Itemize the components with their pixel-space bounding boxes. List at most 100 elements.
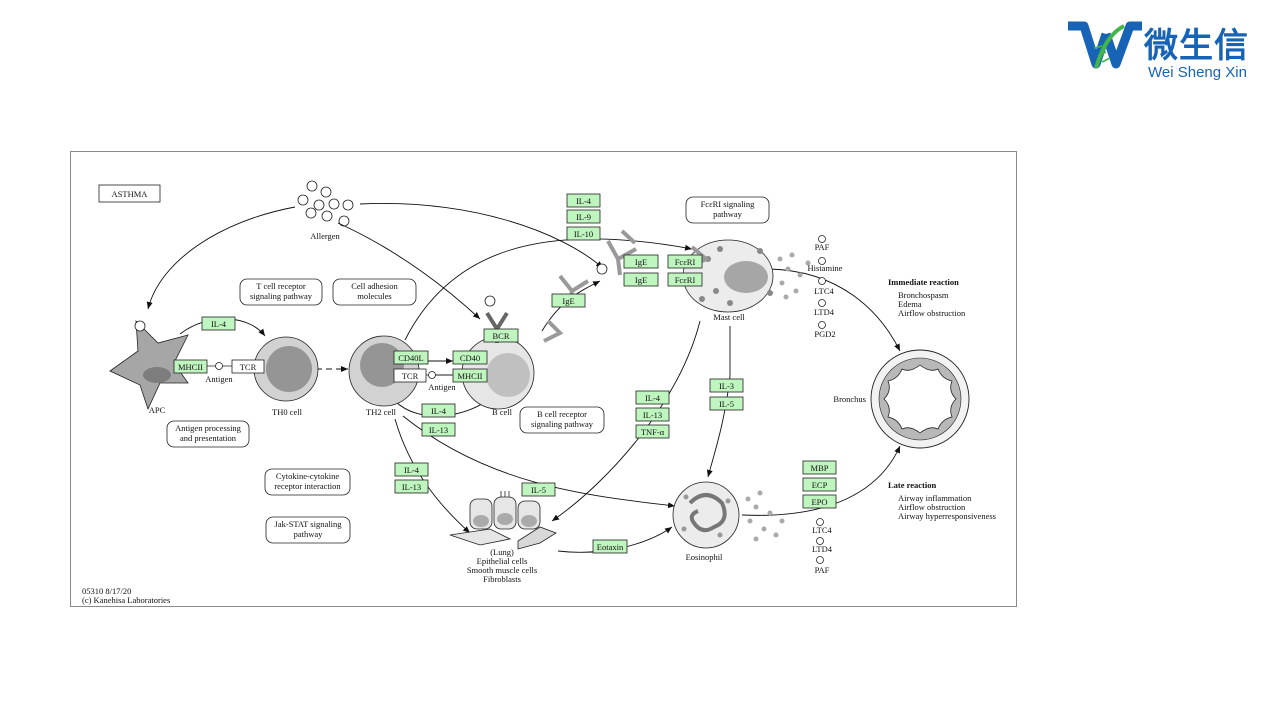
gene-ige-1-label: IgE: [635, 257, 647, 267]
gene-il5-right[interactable]: IL-5: [709, 396, 744, 411]
pathway-cytokine-line2: receptor interaction: [274, 481, 341, 491]
gene-il9-top-label: IL-9: [576, 212, 591, 222]
gene-fceri-2[interactable]: FcεRI: [667, 272, 703, 287]
gene-il13-lung[interactable]: IL-13: [394, 479, 429, 494]
mediator-ltc4: LTC4: [814, 286, 834, 296]
gene-epo[interactable]: EPO: [802, 494, 837, 509]
pathway-fceri-line1: FcεRI signaling: [701, 199, 756, 209]
eosinophil-label: Eosinophil: [686, 552, 723, 562]
gene-ecp-label: ECP: [812, 480, 828, 490]
gene-il13-b[interactable]: IL-13: [421, 422, 456, 437]
mast-label: Mast cell: [713, 312, 745, 322]
immediate-title: Immediate reaction: [888, 277, 959, 287]
gene-epo-label: EPO: [811, 497, 827, 507]
allergen-label: Allergen: [310, 231, 340, 241]
gene-il4-top-label: IL-4: [576, 196, 592, 206]
gene-eotaxin[interactable]: Eotaxin: [592, 539, 628, 554]
eos-mediator-circles: [816, 518, 824, 564]
allergen-particles: [297, 180, 354, 227]
gene-fceri-2-label: FcεRI: [675, 275, 696, 285]
gene-mhcii-b-label: MHCII: [457, 371, 482, 381]
asthma-pathway-diagram: ASTHMA Allergen APC TH0 ce: [82, 180, 996, 605]
gene-mbp[interactable]: MBP: [802, 460, 837, 475]
mast-mediator-circles: [818, 235, 826, 329]
gene-il13-lung-label: IL-13: [402, 482, 421, 492]
gene-mhcii-apc[interactable]: MHCII: [173, 359, 208, 374]
mediator-ltd4: LTD4: [814, 307, 835, 317]
tcr-th2-label: TCR: [402, 371, 419, 381]
diagram-title: ASTHMA: [112, 189, 149, 199]
apc-cell: [109, 319, 189, 411]
smooth-muscle-label: Smooth muscle cells: [467, 565, 537, 575]
gene-ecp[interactable]: ECP: [802, 477, 837, 492]
gene-cd40l-label: CD40L: [398, 353, 424, 363]
pathway-fceri-box[interactable]: FcεRI signaling pathway: [685, 196, 770, 224]
gene-fceri-1[interactable]: FcεRI: [667, 254, 703, 269]
gene-ige-1[interactable]: IgE: [623, 254, 659, 269]
gene-il5-mid-label: IL-5: [531, 485, 546, 495]
pathway-cytokine-line1: Cytokine-cytokine: [276, 471, 339, 481]
pathway-jakstat-box[interactable]: Jak-STAT signaling pathway: [265, 516, 351, 544]
gene-il4-lung[interactable]: IL-4: [394, 462, 429, 477]
gene-il10-top[interactable]: IL-10: [566, 226, 601, 241]
footer-copyright: (c) Kanehisa Laboratories: [82, 595, 170, 605]
pathway-antigen-line1: Antigen processing: [175, 423, 242, 433]
gene-ige-2[interactable]: IgE: [623, 272, 659, 287]
pathway-fceri-line2: pathway: [713, 209, 743, 219]
pathway-antigen-processing-box[interactable]: Antigen processing and presentation: [166, 420, 250, 448]
tcr-apc-box[interactable]: TCR: [231, 359, 265, 374]
late-item-1: Airway inflammation: [898, 493, 972, 503]
logo-english-text: Wei Sheng Xin: [1148, 64, 1247, 81]
gene-ige-2-label: IgE: [635, 275, 647, 285]
gene-mhcii-b[interactable]: MHCII: [452, 368, 488, 383]
gene-il4-apc-label: IL-4: [211, 319, 227, 329]
tcr-th2-box[interactable]: TCR: [393, 368, 427, 383]
gene-il4-apc[interactable]: IL-4: [201, 316, 236, 331]
eos-mediator-ltd4: LTD4: [812, 544, 833, 554]
gene-il3-label: IL-3: [719, 381, 734, 391]
brand-logo: 微生信 Wei Sheng Xin: [1066, 18, 1272, 84]
mediator-pgd2: PGD2: [814, 329, 835, 339]
gene-il4-top[interactable]: IL-4: [566, 193, 601, 208]
gene-il9-top[interactable]: IL-9: [566, 209, 601, 224]
dna-w-logo-icon: [1068, 21, 1142, 69]
gene-il5-mid[interactable]: IL-5: [521, 482, 556, 497]
pathway-cytokine-box[interactable]: Cytokine-cytokine receptor interaction: [264, 468, 351, 496]
mediator-histamine: Histamine: [808, 263, 843, 273]
gene-cd40-label: CD40: [460, 353, 480, 363]
eosinophil-cell: [672, 481, 740, 549]
gene-bcr[interactable]: BCR: [483, 328, 519, 343]
gene-il5-right-label: IL-5: [719, 399, 734, 409]
gene-il13-mid[interactable]: IL-13: [635, 407, 670, 422]
immediate-item-1: Bronchospasm: [898, 290, 949, 300]
gene-cd40[interactable]: CD40: [452, 350, 488, 365]
gene-il13-mid-label: IL-13: [643, 410, 662, 420]
tcr-apc-label: TCR: [240, 362, 257, 372]
eos-mediator-paf: PAF: [815, 565, 830, 575]
late-item-3: Airway hyperresponsiveness: [898, 511, 996, 521]
antigen-b-label: Antigen: [428, 382, 456, 392]
pathway-bcr-box[interactable]: B cell receptor signaling pathway: [519, 406, 605, 434]
title-box: ASTHMA: [98, 184, 161, 203]
gene-ige-free-label: IgE: [562, 296, 574, 306]
gene-bcr-label: BCR: [492, 331, 509, 341]
bronchus: [870, 349, 970, 449]
gene-tnfa[interactable]: TNF-α: [635, 424, 670, 439]
pathway-tcr-box[interactable]: T cell receptor signaling pathway: [239, 278, 323, 306]
gene-il4-b[interactable]: IL-4: [421, 403, 456, 418]
footer-id: 05310 8/17/20: [82, 586, 131, 596]
antigen-links: [207, 362, 453, 379]
gene-il13-b-label: IL-13: [429, 425, 448, 435]
gene-fceri-1-label: FcεRI: [675, 257, 696, 267]
gene-ige-free[interactable]: IgE: [551, 293, 586, 308]
gene-cd40l[interactable]: CD40L: [393, 350, 429, 365]
pathway-adhesion-box[interactable]: Cell adhesion molecules: [332, 278, 417, 306]
th0-label: TH0 cell: [272, 407, 303, 417]
mediator-paf: PAF: [815, 242, 830, 252]
th0-cell: [253, 336, 319, 402]
immediate-item-3: Airflow obstruction: [898, 308, 966, 318]
eos-mediator-ltc4: LTC4: [812, 525, 832, 535]
gene-il4-mid[interactable]: IL-4: [635, 390, 670, 405]
lung-cells: [449, 491, 557, 550]
gene-il3[interactable]: IL-3: [709, 378, 744, 393]
